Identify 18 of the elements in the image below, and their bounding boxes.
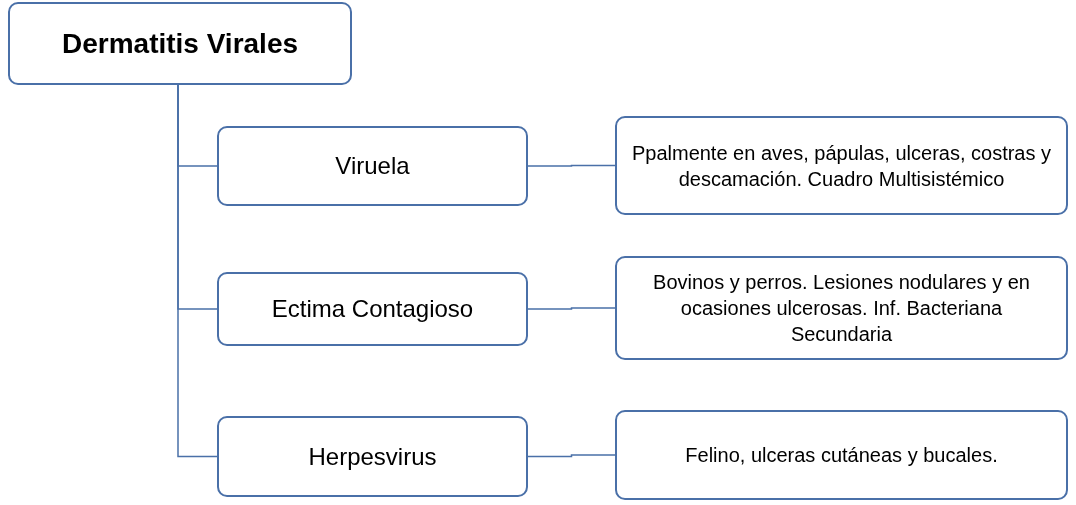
title-text: Dermatitis Virales — [61, 26, 299, 61]
connector-line — [527, 454, 616, 458]
connector-line — [527, 307, 616, 310]
connector-line — [177, 84, 218, 458]
category-box — [217, 126, 528, 206]
connector-line — [527, 164, 616, 167]
category-label: Ectima Contagioso — [271, 294, 474, 324]
description-box — [615, 410, 1068, 500]
description-box — [615, 116, 1068, 215]
title-box — [8, 2, 352, 85]
category-box — [217, 272, 528, 346]
description-text: Felino, ulceras cutáneas y bucales. — [685, 443, 998, 468]
description-box — [615, 256, 1068, 360]
description-text: Ppalmente en aves, pápulas, ulceras, costras y descamación. Cuadro Multisistémico — [630, 140, 1053, 192]
category-label: Herpesvirus — [308, 441, 437, 472]
description-text: Bovinos y perros. Lesiones nodulares y en ocasiones ulcerosas. Inf. Bacteriana Secundaria — [652, 270, 1031, 347]
category-label: Viruela — [335, 151, 410, 181]
category-box — [217, 416, 528, 497]
